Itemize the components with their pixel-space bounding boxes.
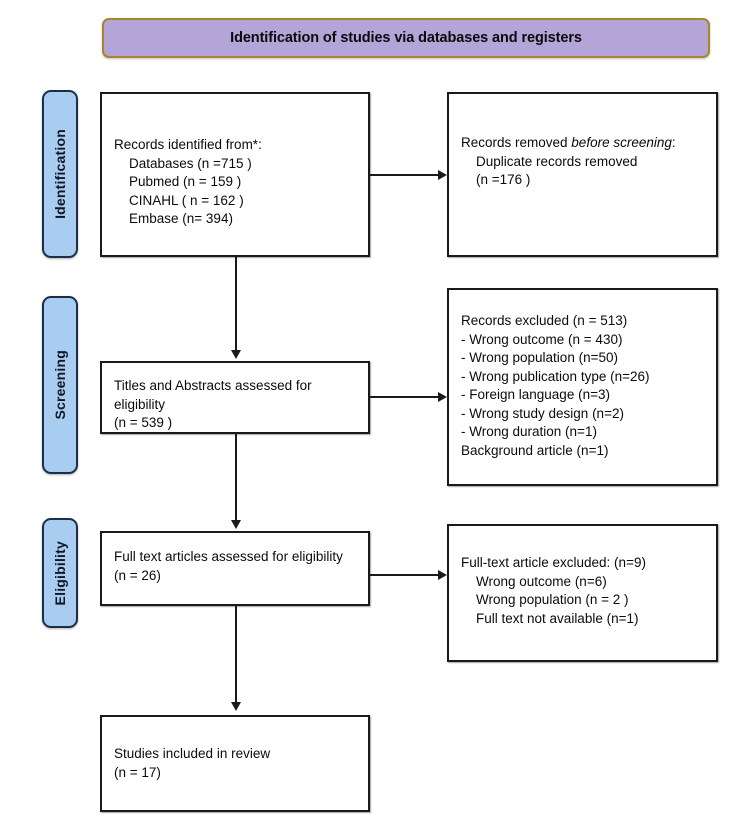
connector-fulltext-to-included [235, 606, 237, 704]
header-title: Identification of studies via databases … [230, 30, 582, 46]
arrowhead-fulltext-to-excluded [438, 570, 447, 580]
box-full-text-assessed-text: Full text articles assessed for eligibil… [114, 549, 343, 583]
stage-label-identification-text: Identification [52, 129, 68, 219]
connector-identified-to-titles [235, 257, 237, 352]
connector-titles-to-excluded [370, 396, 440, 398]
connector-identified-to-removed [370, 174, 440, 176]
box-records-identified-text: Records identified from*: Databases (n =… [114, 137, 262, 226]
box-studies-included: Studies included in review (n = 17) [100, 715, 370, 812]
box-records-removed: Records removed before screening: Duplic… [447, 92, 718, 257]
stage-label-screening-text: Screening [52, 350, 68, 420]
records-removed-title-emphasis: before screening [571, 135, 672, 150]
arrowhead-fulltext-to-included [231, 702, 241, 711]
stage-label-screening: Screening [42, 296, 78, 474]
arrowhead-identified-to-removed [438, 170, 447, 180]
stage-label-eligibility: Eligibility [42, 518, 78, 628]
box-studies-included-text: Studies included in review (n = 17) [114, 746, 271, 780]
records-removed-detail: Duplicate records removed (n =176 ) [476, 153, 638, 188]
arrowhead-titles-to-excluded [438, 392, 447, 402]
arrowhead-titles-to-fulltext [231, 520, 241, 529]
box-full-text-excluded-text: Full-text article excluded: (n=9) Wrong … [461, 555, 646, 626]
stage-label-identification: Identification [42, 90, 78, 258]
box-full-text-excluded: Full-text article excluded: (n=9) Wrong … [447, 524, 718, 662]
records-removed-title-suffix: : [671, 135, 676, 150]
stage-label-eligibility-text: Eligibility [52, 540, 68, 606]
connector-fulltext-to-excluded [370, 574, 440, 576]
records-removed-title-prefix: Records removed [461, 135, 572, 150]
box-titles-abstracts-assessed: Titles and Abstracts assessed for eligib… [100, 361, 370, 434]
box-full-text-assessed: Full text articles assessed for eligibil… [100, 531, 370, 606]
box-records-identified: Records identified from*: Databases (n =… [100, 92, 370, 257]
box-titles-abstracts-text: Titles and Abstracts assessed for eligib… [114, 378, 312, 430]
arrowhead-identified-to-titles [231, 350, 241, 359]
header-banner: Identification of studies via databases … [102, 18, 710, 58]
box-records-removed-text: Records removed before screening: Duplic… [461, 104, 704, 190]
box-records-excluded-text: Records excluded (n = 513) - Wrong outco… [461, 313, 650, 458]
connector-titles-to-fulltext [235, 434, 237, 522]
box-records-excluded: Records excluded (n = 513) - Wrong outco… [447, 288, 718, 486]
